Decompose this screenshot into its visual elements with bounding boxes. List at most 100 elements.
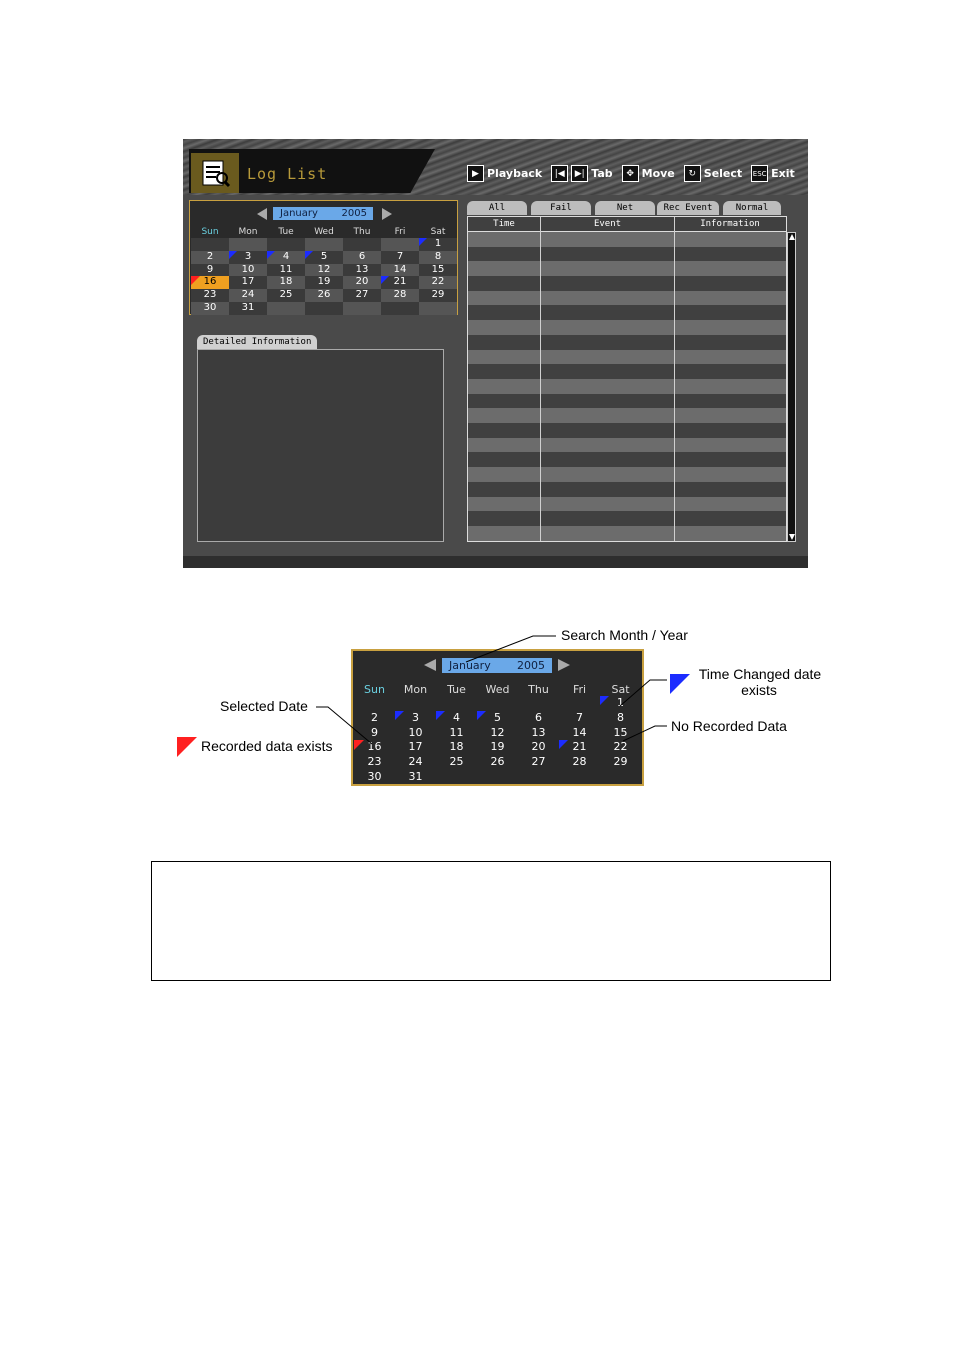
table-row[interactable] bbox=[468, 290, 786, 306]
tab-normal[interactable]: Normal bbox=[723, 201, 781, 215]
move-key-icon[interactable]: ✥ bbox=[621, 165, 639, 182]
calendar-day[interactable]: 9 bbox=[191, 263, 229, 277]
calendar-day[interactable]: 14 bbox=[381, 263, 419, 277]
calendar-day[interactable]: 6 bbox=[343, 250, 381, 264]
table-row[interactable] bbox=[468, 452, 786, 467]
calendar-day[interactable]: 9 bbox=[371, 725, 378, 739]
calendar-day[interactable]: 24 bbox=[229, 289, 267, 302]
calendar-day[interactable]: 10 bbox=[229, 263, 267, 277]
calendar-day[interactable]: 1 bbox=[419, 238, 457, 251]
table-row[interactable] bbox=[468, 526, 786, 541]
calendar-day[interactable]: 8 bbox=[419, 250, 457, 264]
calendar-day[interactable]: 24 bbox=[408, 755, 423, 769]
calendar-day[interactable]: 6 bbox=[535, 710, 542, 724]
calendar-day[interactable]: 18 bbox=[449, 740, 464, 754]
calendar-day[interactable]: 3 bbox=[229, 250, 267, 264]
calendar-day[interactable]: 15 bbox=[613, 725, 628, 739]
table-row[interactable] bbox=[468, 437, 786, 453]
calendar-day[interactable]: 5 bbox=[305, 250, 343, 264]
calendar-day[interactable]: 2 bbox=[191, 250, 229, 264]
calendar-day[interactable]: 31 bbox=[408, 769, 423, 783]
calendar-day[interactable]: 18 bbox=[267, 276, 305, 290]
playback-key-icon[interactable]: ▶ bbox=[467, 165, 484, 182]
calendar-day[interactable]: 31 bbox=[229, 301, 267, 315]
calendar-day[interactable]: 19 bbox=[305, 276, 343, 290]
calendar-day[interactable]: 4 bbox=[267, 250, 305, 264]
calendar-day[interactable]: 15 bbox=[419, 263, 457, 277]
table-row[interactable] bbox=[468, 379, 786, 394]
tab-all[interactable]: All bbox=[467, 201, 527, 215]
calendar-day[interactable]: 21 bbox=[381, 276, 419, 290]
table-row[interactable] bbox=[468, 246, 786, 262]
calendar-day[interactable]: 11 bbox=[267, 263, 305, 277]
calendar-day[interactable]: 26 bbox=[490, 755, 505, 769]
calendar-day[interactable]: 29 bbox=[419, 289, 457, 302]
calendar-day[interactable]: 10 bbox=[408, 725, 423, 739]
calendar-day[interactable]: 11 bbox=[449, 725, 464, 739]
calendar-day[interactable]: 30 bbox=[191, 301, 229, 315]
table-row[interactable] bbox=[468, 320, 786, 335]
prev-month-arrow-icon[interactable] bbox=[257, 208, 267, 220]
next-month-arrow-icon[interactable] bbox=[382, 208, 392, 220]
select-key-icon[interactable]: ↻ bbox=[683, 165, 701, 182]
prev-month-arrow-icon[interactable] bbox=[424, 659, 436, 671]
calendar-day[interactable]: 20 bbox=[531, 740, 546, 754]
month-year-selector[interactable]: January 2005 bbox=[273, 207, 373, 220]
table-row[interactable] bbox=[468, 423, 786, 438]
calendar-day[interactable]: 1 bbox=[600, 696, 641, 711]
calendar-day[interactable]: 23 bbox=[367, 755, 382, 769]
scroll-up-icon[interactable] bbox=[789, 234, 795, 240]
calendar-day[interactable]: 20 bbox=[343, 276, 381, 290]
calendar-day[interactable]: 29 bbox=[613, 755, 628, 769]
calendar-day[interactable]: 28 bbox=[572, 755, 587, 769]
calendar-day[interactable]: 12 bbox=[490, 725, 505, 739]
log-scrollbar[interactable] bbox=[787, 232, 796, 542]
calendar-day[interactable]: 3 bbox=[395, 710, 436, 726]
calendar-day[interactable]: 22 bbox=[613, 740, 628, 754]
esc-key-icon[interactable]: ESC bbox=[751, 165, 769, 182]
calendar-day[interactable]: 16 bbox=[191, 276, 229, 290]
calendar-day[interactable]: 25 bbox=[267, 289, 305, 302]
calendar-day[interactable]: 7 bbox=[576, 710, 583, 724]
calendar-day[interactable]: 5 bbox=[477, 710, 518, 726]
calendar-day[interactable]: 30 bbox=[367, 769, 382, 783]
table-row[interactable] bbox=[468, 349, 786, 365]
table-row[interactable] bbox=[468, 276, 786, 291]
calendar-day[interactable]: 14 bbox=[572, 725, 587, 739]
table-row[interactable] bbox=[468, 393, 786, 409]
table-row[interactable] bbox=[468, 481, 786, 497]
calendar-day[interactable]: 7 bbox=[381, 250, 419, 264]
calendar-day[interactable]: 17 bbox=[229, 276, 267, 290]
calendar-day[interactable]: 25 bbox=[449, 755, 464, 769]
calendar-day[interactable]: 12 bbox=[305, 263, 343, 277]
tab-rec-event[interactable]: Rec Event bbox=[657, 201, 719, 215]
calendar-day[interactable]: 21 bbox=[559, 740, 600, 755]
calendar-day[interactable]: 19 bbox=[490, 740, 505, 754]
next-tab-key-icon[interactable]: ▶| bbox=[571, 165, 589, 182]
calendar-day[interactable]: 2 bbox=[371, 710, 378, 724]
table-row[interactable] bbox=[468, 334, 786, 350]
month-year-selector[interactable]: January 2005 bbox=[442, 658, 552, 673]
calendar-day[interactable]: 27 bbox=[531, 755, 546, 769]
table-row[interactable] bbox=[468, 408, 786, 423]
calendar-day[interactable]: 22 bbox=[419, 276, 457, 290]
table-row[interactable] bbox=[468, 232, 786, 247]
tab-fail[interactable]: Fail bbox=[531, 201, 591, 215]
calendar-day[interactable]: 13 bbox=[343, 263, 381, 277]
table-row[interactable] bbox=[468, 467, 786, 482]
scroll-down-icon[interactable] bbox=[789, 534, 795, 540]
detailed-information-tab[interactable]: Detailed Information bbox=[197, 335, 318, 349]
table-row[interactable] bbox=[468, 305, 786, 320]
table-row[interactable] bbox=[468, 261, 786, 276]
calendar-day[interactable]: 8 bbox=[617, 710, 624, 724]
table-row[interactable] bbox=[468, 511, 786, 526]
tab-net[interactable]: Net bbox=[595, 201, 655, 215]
table-row[interactable] bbox=[468, 496, 786, 512]
next-month-arrow-icon[interactable] bbox=[558, 659, 570, 671]
table-row[interactable] bbox=[468, 364, 786, 379]
calendar-day[interactable]: 27 bbox=[343, 289, 381, 302]
calendar-day[interactable]: 4 bbox=[436, 710, 477, 726]
calendar-day[interactable]: 17 bbox=[408, 740, 423, 754]
calendar-day[interactable]: 26 bbox=[305, 289, 343, 302]
calendar-day[interactable]: 13 bbox=[531, 725, 546, 739]
